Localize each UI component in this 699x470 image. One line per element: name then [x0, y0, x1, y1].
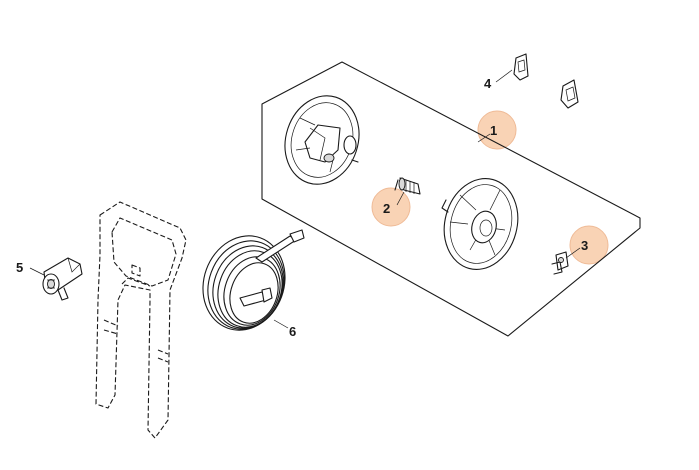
callout-2-highlight[interactable]: [371, 187, 411, 227]
bracket-parts[interactable]: [513, 53, 579, 109]
callout-6-number[interactable]: 6: [289, 324, 296, 339]
callout-4-number[interactable]: 4: [484, 76, 492, 91]
callout-3-highlight[interactable]: [569, 225, 609, 265]
handle-frame-part[interactable]: [95, 201, 187, 439]
callout-1-highlight[interactable]: [477, 110, 517, 150]
clip-part[interactable]: [551, 251, 569, 275]
callout-5-number[interactable]: 5: [16, 260, 23, 275]
reel-drum-part[interactable]: [274, 86, 370, 194]
leader-lines: [29, 69, 581, 329]
reel-cover-part[interactable]: [434, 170, 527, 278]
callout-2-number[interactable]: 2: [383, 201, 390, 216]
hose-coil-part[interactable]: [190, 224, 305, 342]
callout-3-number[interactable]: 3: [581, 238, 588, 253]
knob-part[interactable]: [42, 257, 83, 301]
callout-1-number[interactable]: 1: [490, 123, 497, 138]
pin-part[interactable]: [394, 177, 421, 195]
assembly-frame: [261, 61, 641, 337]
